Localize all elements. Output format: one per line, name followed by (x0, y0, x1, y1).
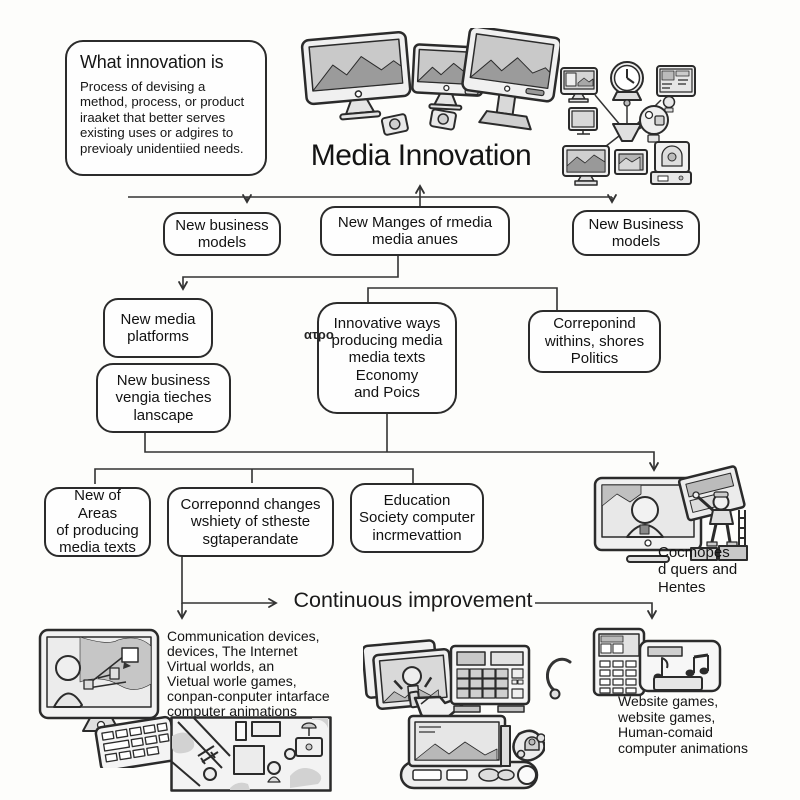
clock-icon (610, 61, 644, 107)
node-new-business-vengia: New business vengia tieches lanscape (96, 363, 231, 433)
monitor-icon (560, 67, 598, 103)
definition-body: Process of devising a method, process, o… (80, 79, 245, 156)
monitor-icon (568, 107, 598, 135)
video-call-worker-icon (593, 465, 748, 563)
pod-icon (512, 729, 545, 762)
connector-ci-left (181, 557, 278, 608)
definition-heading: What innovation is (80, 52, 224, 72)
keypad-icon (94, 715, 178, 768)
monitor-right-icon (461, 28, 560, 131)
node-innovative-ways: Innovative ways producing media media te… (317, 302, 457, 414)
node-correponnd-changes: Correponnd changes wshiety of stheste sg… (167, 487, 334, 557)
console-monitor-icon (399, 714, 545, 790)
connector-row3-main (144, 433, 659, 472)
camera-icon (380, 113, 409, 136)
caption-cocmopes: Cocmopes d quers and Hentes (658, 544, 738, 596)
node-new-business-models-right: New Business models (572, 210, 700, 256)
camera-icon (429, 108, 457, 131)
continuous-improvement-title: Continuous improvement (293, 588, 533, 612)
definition-box: What innovation is Process of devising a… (65, 40, 267, 176)
connector-ci-right (535, 602, 657, 620)
monitor-keypad-icon (38, 628, 178, 768)
monitor-left-icon (300, 30, 412, 121)
page-title: Media Innovation (310, 139, 532, 172)
control-panel-icon (449, 644, 531, 713)
connector-bracket (94, 468, 414, 484)
funnel-icon (612, 123, 642, 142)
monitor-icon (593, 476, 703, 563)
monitor-icon (656, 65, 696, 113)
node-new-business-models-left: New business models (163, 212, 281, 256)
device-network-icon (560, 61, 696, 186)
monitor-icon (562, 145, 610, 186)
node-correponind: Correponind withins, shores Politics (528, 310, 661, 373)
node-new-media-platforms: New media platforms (103, 298, 213, 358)
media-player-icon (639, 105, 669, 143)
headset-icon (546, 657, 572, 700)
caption-communication-devices: Communication devices, devices, The Inte… (167, 628, 330, 719)
node-new-manges: New Manges of rmedia media anues (320, 206, 510, 256)
monitor-icon (614, 149, 648, 175)
worker-icon (690, 491, 748, 561)
three-monitors-icon (300, 28, 560, 136)
music-player-icon (592, 627, 722, 697)
node-new-of-areas: New of Areas of producing media texts (44, 487, 151, 557)
garbled-text-fragment: ατρο (304, 327, 334, 342)
scanner-icon (650, 141, 692, 185)
scene-illustration (170, 716, 332, 792)
connector-to-platforms (178, 256, 399, 291)
caption-website-games: Website games, website games, Human-coma… (618, 693, 748, 757)
node-education: Education Society computer incrmevattion (350, 483, 484, 553)
